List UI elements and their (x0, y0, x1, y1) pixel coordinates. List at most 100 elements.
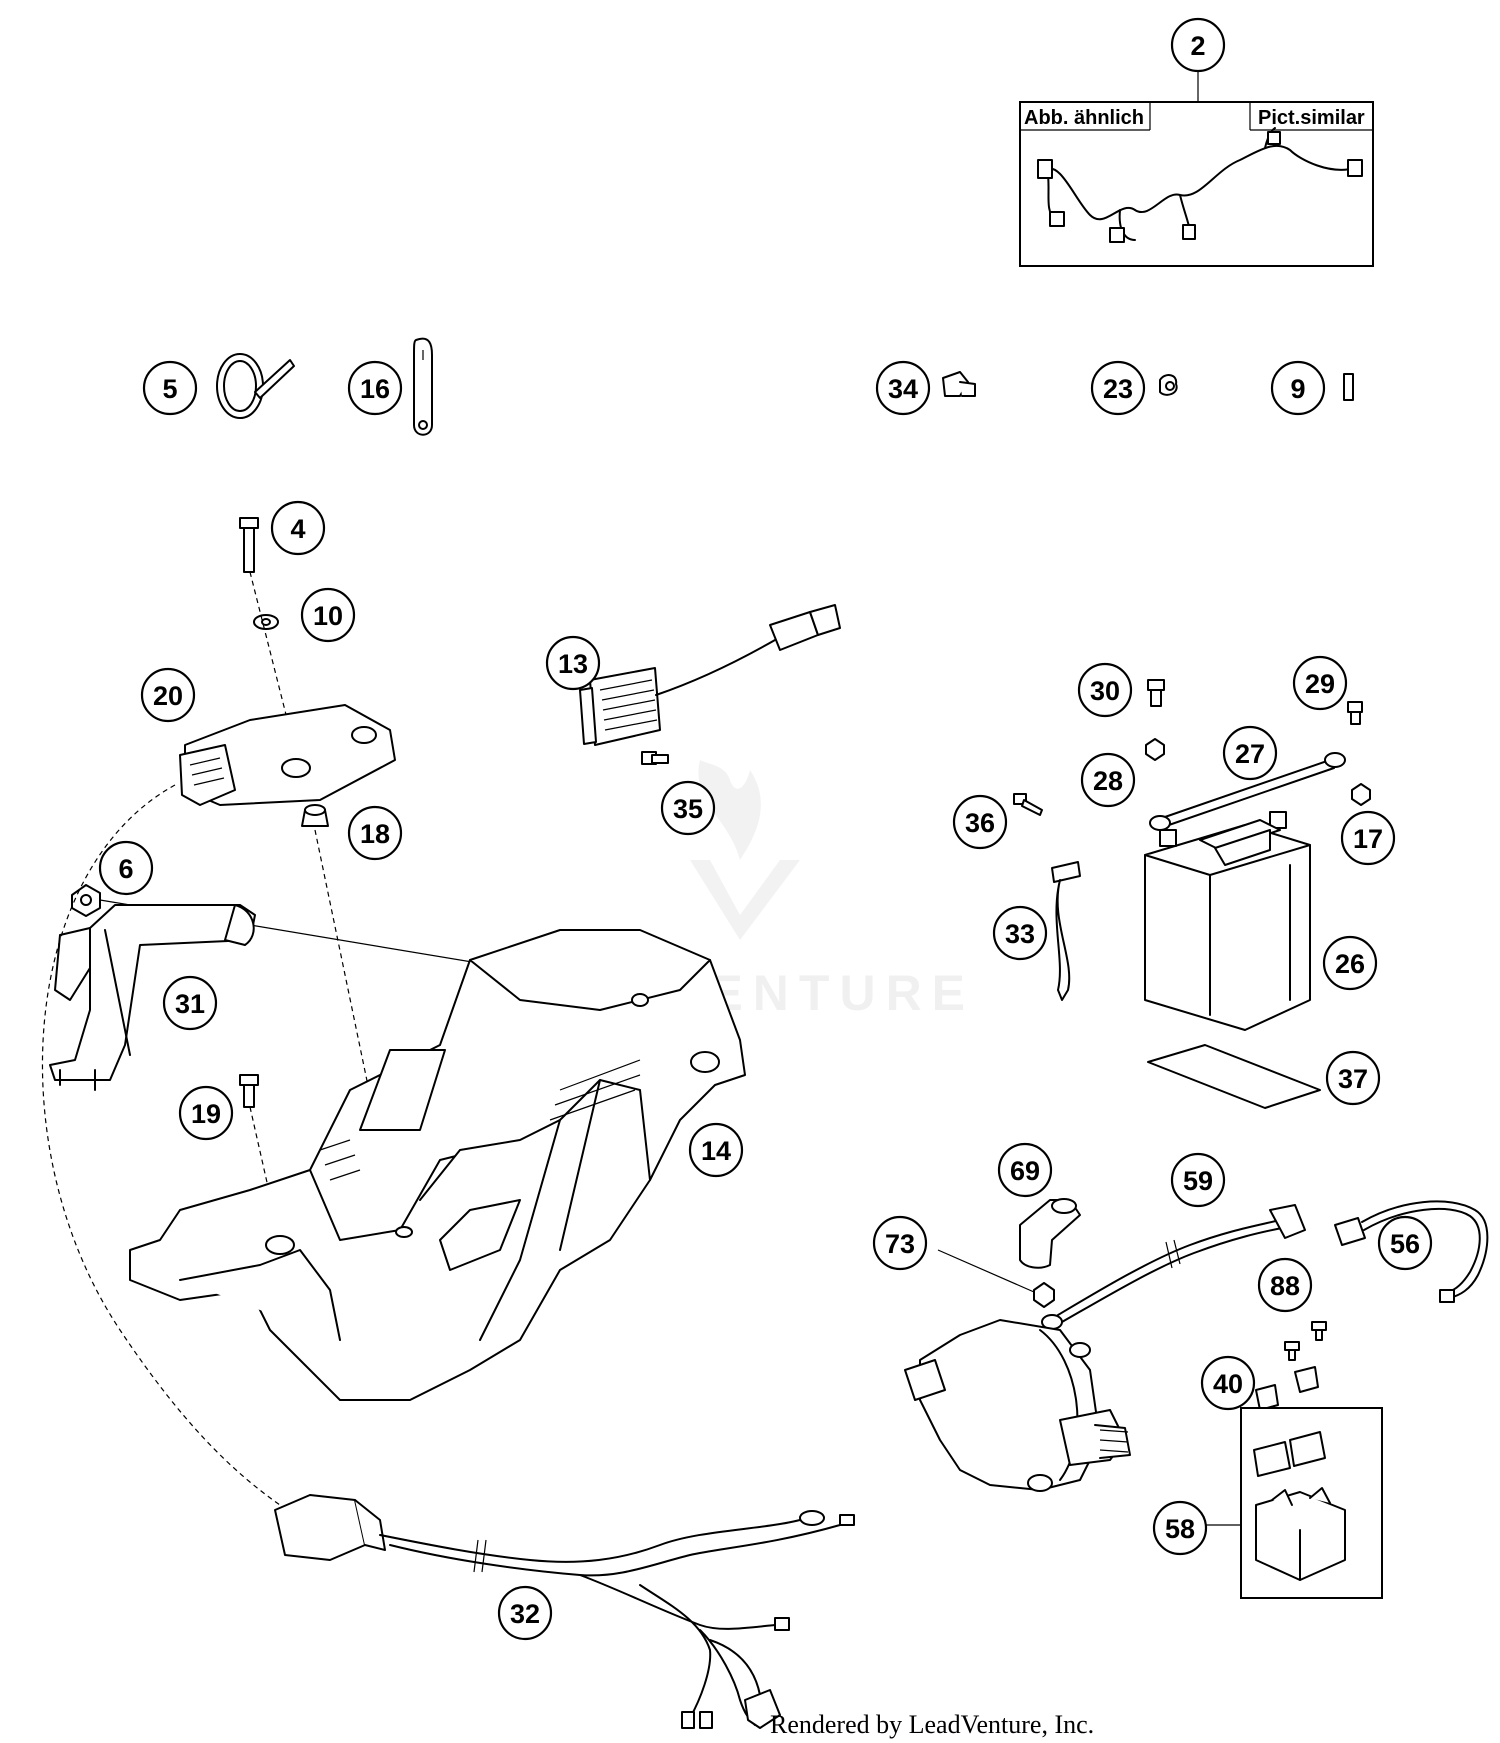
callout-circle (142, 360, 198, 416)
bolt-4-part (239, 517, 259, 573)
control-unit-part (179, 704, 396, 806)
credit-text: Rendered by LeadVenture, Inc. (770, 1710, 1094, 1739)
callout-number: 4 (290, 514, 305, 544)
callout-10: 10 (300, 587, 356, 643)
callout-23: 23 (1090, 360, 1146, 416)
callout-circle (1077, 662, 1133, 718)
callout-circle (270, 500, 326, 556)
callout-88: 88 (1257, 1257, 1313, 1313)
callout-circle (875, 360, 931, 416)
callout-circle (997, 1142, 1053, 1198)
callout-16: 16 (347, 360, 403, 416)
callout-circle (1170, 17, 1226, 73)
callout-circle (1322, 935, 1378, 991)
callout-34: 34 (875, 360, 931, 416)
callout-circle (1200, 1355, 1256, 1411)
callout-29: 29 (1292, 655, 1348, 711)
grommet-18-part (301, 804, 329, 827)
starter-motor-part (904, 1319, 1131, 1492)
callout-number: 14 (701, 1136, 731, 1166)
callout-33: 33 (992, 905, 1048, 961)
callout-number: 36 (965, 808, 995, 838)
callout-2: 2 (1170, 17, 1226, 73)
screws-88-part (1284, 1321, 1327, 1361)
callout-number: 29 (1305, 669, 1335, 699)
washer-10-part (253, 614, 279, 630)
callout-number: 34 (888, 374, 918, 404)
callout-number: 9 (1290, 374, 1305, 404)
callout-number: 32 (510, 1599, 540, 1629)
callout-number: 27 (1235, 739, 1265, 769)
callout-number: 88 (1270, 1271, 1300, 1301)
inset-label-right: Pict.similar (1258, 107, 1365, 129)
screw-35-part (641, 751, 669, 765)
callout-number: 17 (1353, 824, 1383, 854)
callout-56: 56 (1377, 1215, 1433, 1271)
callout-circle (952, 794, 1008, 850)
callout-circle (178, 1085, 234, 1141)
callout-circle (1170, 1152, 1226, 1208)
callout-number: 59 (1183, 1166, 1213, 1196)
callout-27: 27 (1222, 725, 1278, 781)
bolt-19-part (239, 1074, 259, 1108)
callout-number: 16 (360, 374, 390, 404)
callout-circle (347, 805, 403, 861)
callout-14: 14 (688, 1122, 744, 1178)
callout-circle (98, 840, 154, 896)
battery-strap-33-part (1051, 861, 1081, 1001)
callout-circle (1090, 360, 1146, 416)
callout-18: 18 (347, 805, 403, 861)
callout-number: 23 (1103, 374, 1133, 404)
callout-6: 6 (98, 840, 154, 896)
callout-number: 18 (360, 819, 390, 849)
callout-5: 5 (142, 360, 198, 416)
strap-part (413, 337, 433, 436)
callout-number: 73 (885, 1229, 915, 1259)
callout-circle (1377, 1215, 1433, 1271)
fuse-9-part (1343, 373, 1354, 401)
callout-circle (660, 780, 716, 836)
callout-20: 20 (140, 667, 196, 723)
callout-19: 19 (178, 1085, 234, 1141)
callout-circle (872, 1215, 928, 1271)
callout-circle (1270, 360, 1326, 416)
callout-58: 58 (1152, 1500, 1208, 1556)
callout-number: 35 (673, 794, 703, 824)
nut-6-part (71, 884, 101, 917)
screw-36-part (1013, 793, 1043, 816)
callout-number: 31 (175, 989, 205, 1019)
callout-36: 36 (952, 794, 1008, 850)
callout-69: 69 (997, 1142, 1053, 1198)
callout-59: 59 (1170, 1152, 1226, 1208)
callout-number: 10 (313, 601, 343, 631)
boot-69-part (1019, 1198, 1081, 1269)
callout-number: 30 (1090, 676, 1120, 706)
callout-circle (140, 667, 196, 723)
cable-tie-part (216, 353, 295, 419)
callout-circle (688, 1122, 744, 1178)
callout-number: 5 (162, 374, 177, 404)
callout-circle (545, 635, 601, 691)
relay-58-part (1240, 1407, 1383, 1599)
main-harness-part (274, 1494, 855, 1729)
callout-number: 26 (1335, 949, 1365, 979)
callout-number: 56 (1390, 1229, 1420, 1259)
bolt-29-part (1347, 701, 1363, 725)
callout-circle (1257, 1257, 1313, 1313)
inset-wiring-harness: Abb. ähnlich Pict.similar (1019, 101, 1374, 267)
callout-circle (1325, 1050, 1381, 1106)
battery-tray-part (129, 929, 746, 1401)
callout-28: 28 (1080, 752, 1136, 808)
callout-31: 31 (162, 975, 218, 1031)
callout-circle (347, 360, 403, 416)
callout-26: 26 (1322, 935, 1378, 991)
callout-9: 9 (1270, 360, 1326, 416)
cable-56-part (1334, 1200, 1489, 1303)
battery-cable-27-part (1149, 752, 1346, 831)
inset-label-left: Abb. ähnlich (1024, 107, 1144, 129)
callout-circle (162, 975, 218, 1031)
callout-73: 73 (872, 1215, 928, 1271)
callout-number: 69 (1010, 1156, 1040, 1186)
callout-35: 35 (660, 780, 716, 836)
bracket-31-part (49, 904, 256, 1091)
